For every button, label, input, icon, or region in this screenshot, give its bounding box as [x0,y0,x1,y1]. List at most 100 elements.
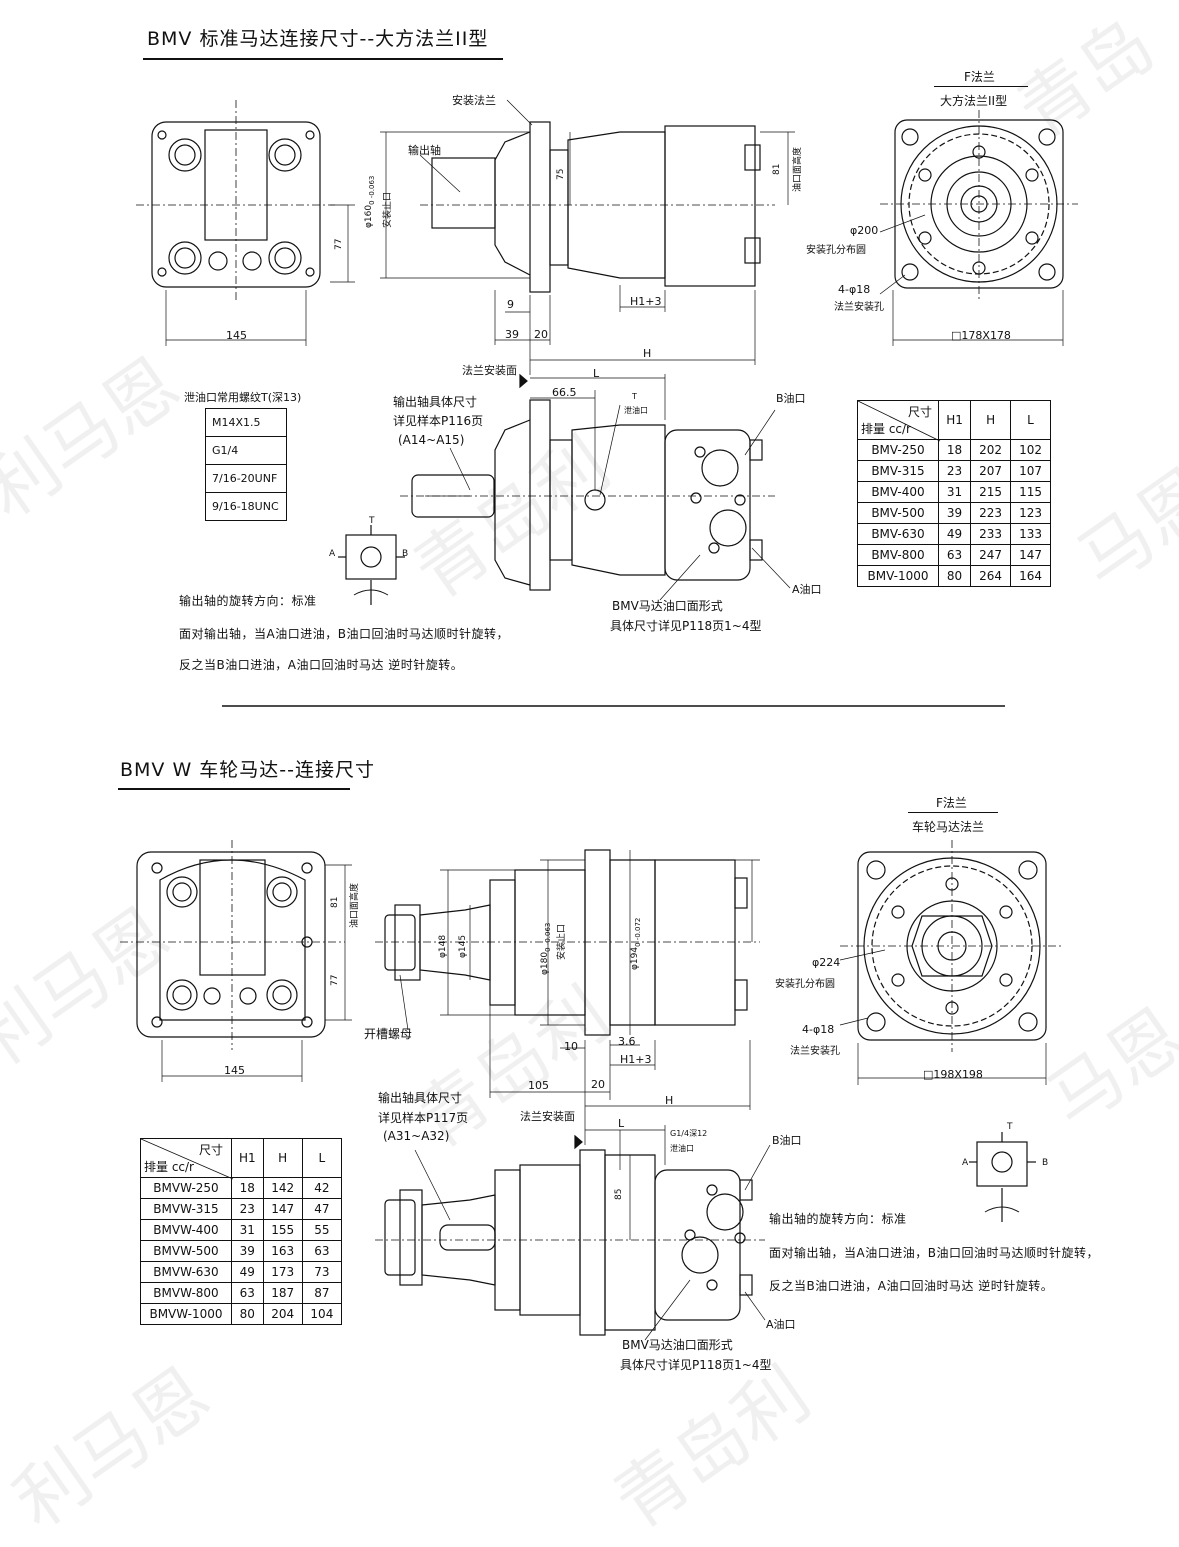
label2-dim-h: H [665,1094,674,1107]
cell: 87 [301,1282,343,1304]
label2-oil-port-height: 油口面高度 [350,882,360,928]
col-l: L [1010,400,1051,440]
cell: 18 [937,439,972,461]
label-bolt-circle: φ200 [850,224,879,237]
cell: 233 [970,523,1012,545]
label-dim-81: 81 [772,163,782,175]
cell: BMV-250 [857,439,939,461]
label2-flange-face: 法兰安装面 [520,1110,575,1123]
cell: 187 [262,1282,303,1304]
label-dim-145: 145 [226,329,247,342]
label2-dim-h1: H1+3 [620,1053,652,1066]
col-h: H [262,1138,303,1178]
label-drain-port: 泄油口 [624,406,648,415]
shaft2-ref-2: 详见样本P117页 [378,1111,469,1125]
rotation2-note-2: 面对输出轴，当A油口进油，B油口回油时马达顺时针旋转， [769,1246,1099,1260]
flange2-title-2: 车轮马达法兰 [912,820,985,834]
cell: 115 [1010,481,1051,503]
label-dim-77: 77 [334,238,344,250]
cell: 80 [937,565,972,587]
label-dim-9: 9 [507,298,514,311]
label-pilot-name: 安装止口 [383,191,393,228]
section2-title-underline [118,788,350,790]
cell: 55 [301,1219,343,1241]
label2-dim-l: L [618,1117,625,1130]
cell: 39 [231,1240,264,1262]
cell: 18 [231,1177,264,1199]
table-row: 9/16-18UNC [205,492,287,521]
cell: 247 [970,544,1012,566]
symbol2-t: T [1007,1122,1013,1132]
col-h1: H1 [231,1138,264,1178]
cell: BMVW-315 [140,1198,232,1220]
cell: 123 [1010,502,1051,524]
label2-dim-77: 77 [330,974,340,986]
side-flange [529,121,551,293]
label2-drain: G1/4深12 [670,1129,708,1138]
port2-face-2: 具体尺寸详见P118页1~4型 [620,1358,772,1372]
thread-table: M14X1.5 G1/4 7/16-20UNF 9/16-18UNC [205,408,287,521]
table-corner-header: 尺寸 排量 cc/r [140,1138,234,1180]
thread-cell: 9/16-18UNC [205,492,287,521]
label2-pilot-name: 安装止口 [557,923,567,960]
header-bottom: 排量 cc/r [144,1160,194,1174]
col-h1: H1 [937,400,972,440]
cell: 63 [301,1240,343,1262]
header-bottom: 排量 cc/r [861,422,911,436]
cell: BMV-315 [857,460,939,482]
cell: 142 [262,1177,303,1199]
rotation2-note-3: 反之当B油口进油，A油口回油时马达 逆时针旋转。 [769,1279,1054,1293]
cell: BMV-1000 [857,565,939,587]
table-corner-header: 尺寸 排量 cc/r [857,400,941,442]
label2-holes-name: 法兰安装孔 [790,1046,840,1057]
header-top: 尺寸 [907,405,932,419]
cell: 264 [970,565,1012,587]
label-pilot-dim: φ1600 -0.063 [364,175,376,228]
port2-face-1: BMV马达油口面形式 [622,1338,733,1352]
cell: 155 [262,1219,303,1241]
cell: 104 [301,1303,343,1325]
flange2-title-1: F法兰 [936,796,967,810]
front-view-body [136,851,326,1038]
table-row: 7/16-20UNF [205,464,287,493]
label-dim-39: 39 [505,328,519,341]
port-face-2: 具体尺寸详见P118页1~4型 [610,619,762,633]
label2-dim-20: 20 [591,1078,605,1091]
label-output-shaft: 输出轴 [408,144,441,157]
flange-title-1: F法兰 [964,70,995,84]
label-square: □178X178 [951,329,1011,342]
label-dim-20: 20 [534,328,548,341]
label2-a-port: A油口 [766,1318,796,1331]
label2-slot-nut: 开槽螺母 [364,1027,413,1041]
section2-drawing [120,840,1064,1341]
side-shaft [431,157,496,229]
label2-holes: 4-φ18 [802,1023,835,1036]
cell: BMVW-250 [140,1177,232,1199]
label-dim-l: L [593,367,600,380]
cell: 204 [262,1303,303,1325]
shaft-ref-3: (A14~A15) [398,433,465,447]
rotation2-note-1: 输出轴的旋转方向：标准 [769,1212,907,1226]
cell: 63 [937,544,972,566]
cell: 107 [1010,460,1051,482]
table-row: G1/4 [205,436,287,465]
symbol-b: B [402,549,409,559]
cell: 102 [1010,439,1051,461]
cell: BMV-500 [857,502,939,524]
symbol-a: A [329,549,336,559]
label2-bolt-circle: φ224 [812,956,841,969]
cell: 133 [1010,523,1051,545]
header-top: 尺寸 [198,1143,223,1157]
label-a-port: A油口 [792,583,822,596]
cell: BMV-800 [857,544,939,566]
label2-d180: φ1800 -0.063 [540,922,552,975]
section1-title-underline [143,58,503,60]
table-header-row: 尺寸 排量 cc/r H1 H L [140,1138,343,1180]
section1-title: BMV 标准马达连接尺寸--大方法兰II型 [147,28,489,50]
